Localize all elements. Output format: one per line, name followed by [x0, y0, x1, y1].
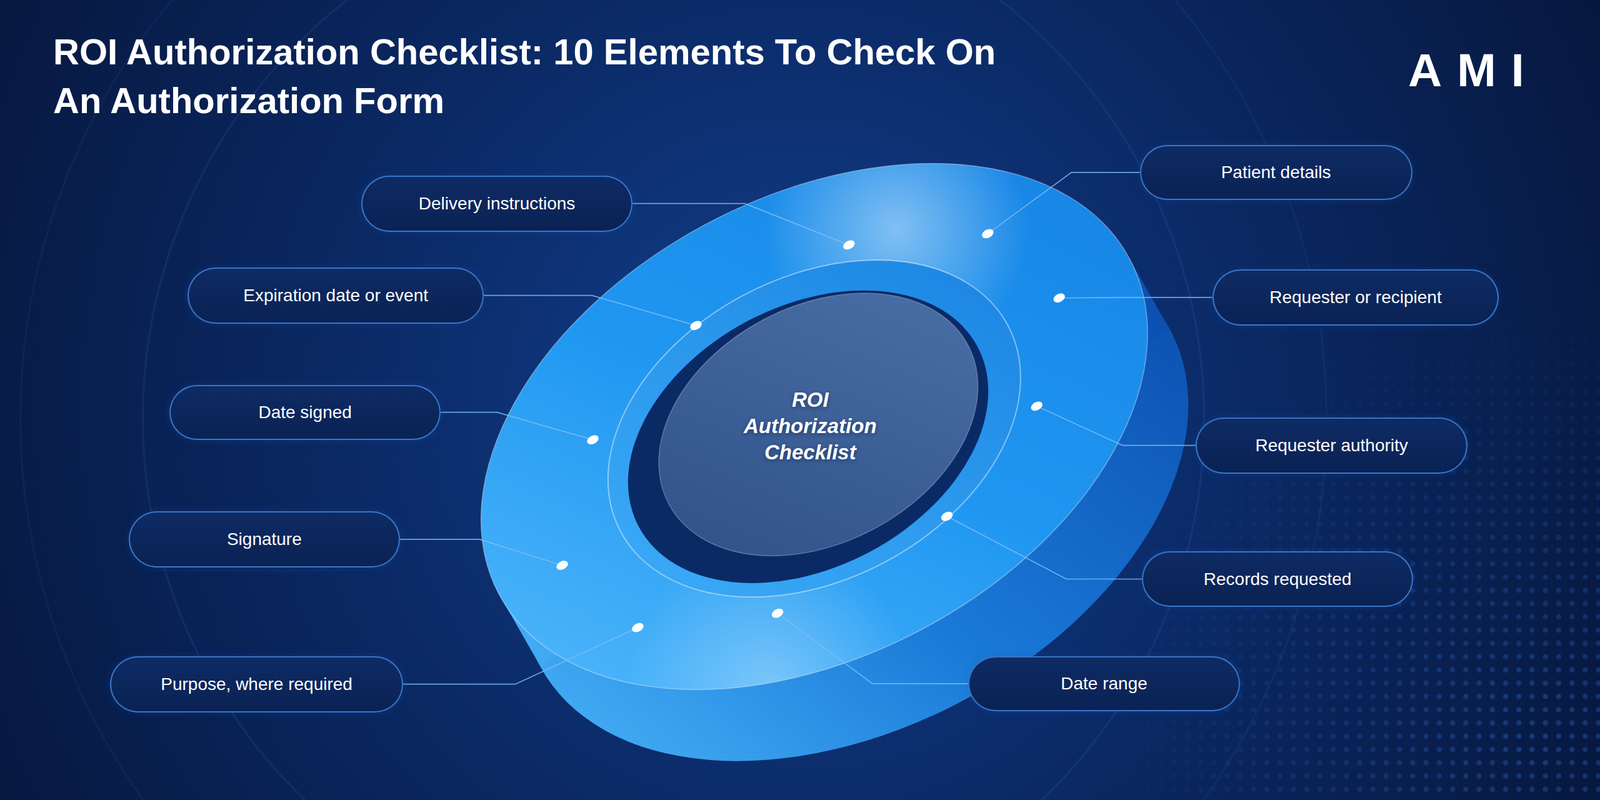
checklist-pill: Delivery instructions: [361, 175, 633, 232]
leader-line: [403, 627, 639, 685]
checklist-pill: Signature: [128, 511, 400, 568]
leader-line: [440, 412, 593, 440]
ring-top: [391, 56, 1238, 797]
checklist-item: Requester or recipient: [1258, 286, 1453, 309]
ring-highlight: [391, 56, 1238, 797]
checklist-hub: ROI Authorization Checklist: [648, 306, 972, 547]
hub-title: ROI Authorization Checklist: [735, 386, 885, 466]
checklist-pill: Patient details: [1140, 145, 1413, 200]
anchor-dots: [555, 227, 1067, 635]
leader-line: [483, 295, 697, 326]
leader-line: [1036, 406, 1197, 446]
anchor-dot: [980, 227, 995, 241]
center-disc: [613, 240, 1024, 609]
anchor-dot: [585, 433, 600, 447]
leader-line: [946, 516, 1142, 579]
anchor-dot: [630, 621, 645, 635]
leader-line: [1059, 296, 1213, 299]
anchor-dot: [555, 558, 570, 572]
brand-logo: AMI: [1408, 46, 1539, 94]
checklist-item: Date range: [1049, 673, 1159, 695]
checklist-pill: Date signed: [169, 385, 441, 440]
checklist-pill: Date range: [968, 656, 1240, 712]
leader-line: [987, 172, 1140, 234]
anchor-dot: [770, 606, 785, 620]
checklist-pill: Requester authority: [1195, 417, 1467, 474]
checklist-item: Signature: [215, 528, 314, 550]
checklist-pill: Purpose, where required: [110, 656, 404, 713]
checklist-item: Date signed: [246, 401, 363, 424]
ring-highlight: [391, 56, 1238, 797]
leader-line: [400, 539, 563, 566]
checklist-item: Patient details: [1210, 161, 1343, 184]
anchor-dot: [939, 510, 954, 524]
ring-inner-lip: [549, 192, 1079, 665]
checklist-pill: Requester or recipient: [1212, 269, 1500, 326]
checklist-item: Purpose, where required: [149, 673, 364, 695]
leader-line: [632, 203, 849, 245]
checklist-pill: Records requested: [1141, 551, 1414, 608]
anchor-dot: [1029, 399, 1044, 413]
anchor-dot: [1051, 291, 1067, 305]
checklist-item: Delivery instructions: [407, 193, 587, 215]
leader-lines: [400, 172, 1213, 685]
checklist-item: Records requested: [1192, 568, 1364, 590]
checklist-item: Requester authority: [1243, 435, 1419, 457]
anchor-dot: [688, 318, 704, 332]
anchor-dot: [841, 238, 857, 252]
checklist-pill: Expiration date or event: [187, 267, 484, 324]
ring-hole: [577, 231, 1039, 642]
leader-line: [777, 613, 969, 684]
page-title: ROI Authorization Checklist: 10 Elements…: [53, 27, 1029, 125]
checklist-item: Expiration date or event: [231, 285, 440, 307]
